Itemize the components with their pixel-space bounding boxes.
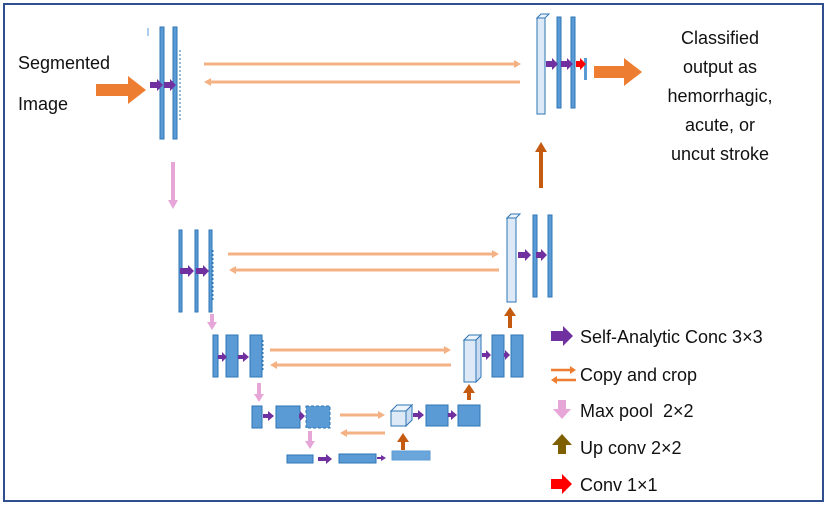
dec3-map-a [491,334,505,378]
output-label-line1: Classified [680,28,760,48]
dec2-upsampled-top [505,213,522,219]
enc3-map-c [249,334,263,378]
dec1-upsampled-top [535,13,551,19]
dec3-upsampled-map [463,339,477,383]
enc2-conc-arrows [180,265,209,277]
dec4-upsampled-cube-front [390,410,407,427]
legend-conc-label: Self-Analytic Conc 3×3 [580,327,763,347]
conv1x1-arrow [576,58,586,70]
legend-copy-crop-label: Copy and crop [580,365,698,385]
output-label-line2: output as [682,57,758,77]
figure-frame [3,3,824,502]
dec1-map-b [570,16,576,109]
enc4-map-a [251,405,263,429]
upconv-arrow-2 [504,307,516,328]
input-arrow [96,76,146,104]
legend-conv1x1-label: Conv 1×1 [580,475,658,495]
input-label-line2: Image [18,94,69,114]
legend-conv1x1-icon [551,474,572,494]
output-arrow [594,58,642,86]
dec4-map-b [457,404,481,427]
dec1-output-map [584,58,587,80]
enc4-map-b [275,405,301,429]
legend-maxpool-icon [553,400,571,419]
dec2-upsampled-map [506,217,517,303]
dec1-upsampled-map [536,17,546,115]
copy-crop-level3 [270,346,451,369]
legend-maxpool-label: Max pool 2×2 [580,401,694,421]
dec4-upsampled-cube-side [405,403,413,428]
enc3-map-b [225,334,239,378]
maxpool-arrow-4 [305,431,315,449]
dec2-conc-arrows [518,249,547,261]
dec1-conc-arrows [546,58,573,70]
dec1-map-a [556,16,562,109]
output-label-line5: uncut stroke [670,144,770,164]
bottleneck-map-a [286,454,314,464]
enc2-map-c [208,229,213,313]
input-label-line1: Segmented [18,53,111,73]
enc3-conc-arrows [218,352,249,362]
legend-conc-icon [551,326,573,346]
upconv-arrow-4 [397,433,409,450]
enc3-map-a [212,334,219,378]
maxpool-arrow-2 [207,314,217,330]
output-label-line3: hemorrhagic, [667,86,773,106]
bottleneck-map-b [338,453,377,464]
copy-crop-level2 [228,250,499,274]
legend-upconv-label: Up conv 2×2 [580,438,682,458]
output-label-line4: acute, or [684,115,756,135]
legend-copy-crop-icon [551,366,576,384]
dec3-map-b [510,334,524,378]
dec3-upsampled-side [475,333,482,384]
legend-upconv-icon [552,434,572,454]
enc4-map-c [305,405,331,429]
upconv-arrow-1 [535,142,547,188]
dec4-conc-arrows [413,410,457,420]
dec4-map-a [425,404,449,427]
upconv-arrow-3 [463,384,475,400]
maxpool-arrow-3 [254,383,264,402]
legend-icons [551,326,576,494]
enc4-conc-arrows [263,411,305,421]
bottleneck-map-c [391,450,431,461]
output-label: Classified output as hemorrhagic, acute,… [640,24,800,169]
dec3-conc-arrows [482,350,510,360]
copy-crop-level4 [340,411,385,437]
dec2-map-b [547,214,553,298]
bottleneck-conc-arrows [318,454,386,464]
enc1-conc-arrows [150,79,176,91]
maxpool-arrow-1 [168,162,178,209]
copy-crop-level1 [204,60,521,86]
